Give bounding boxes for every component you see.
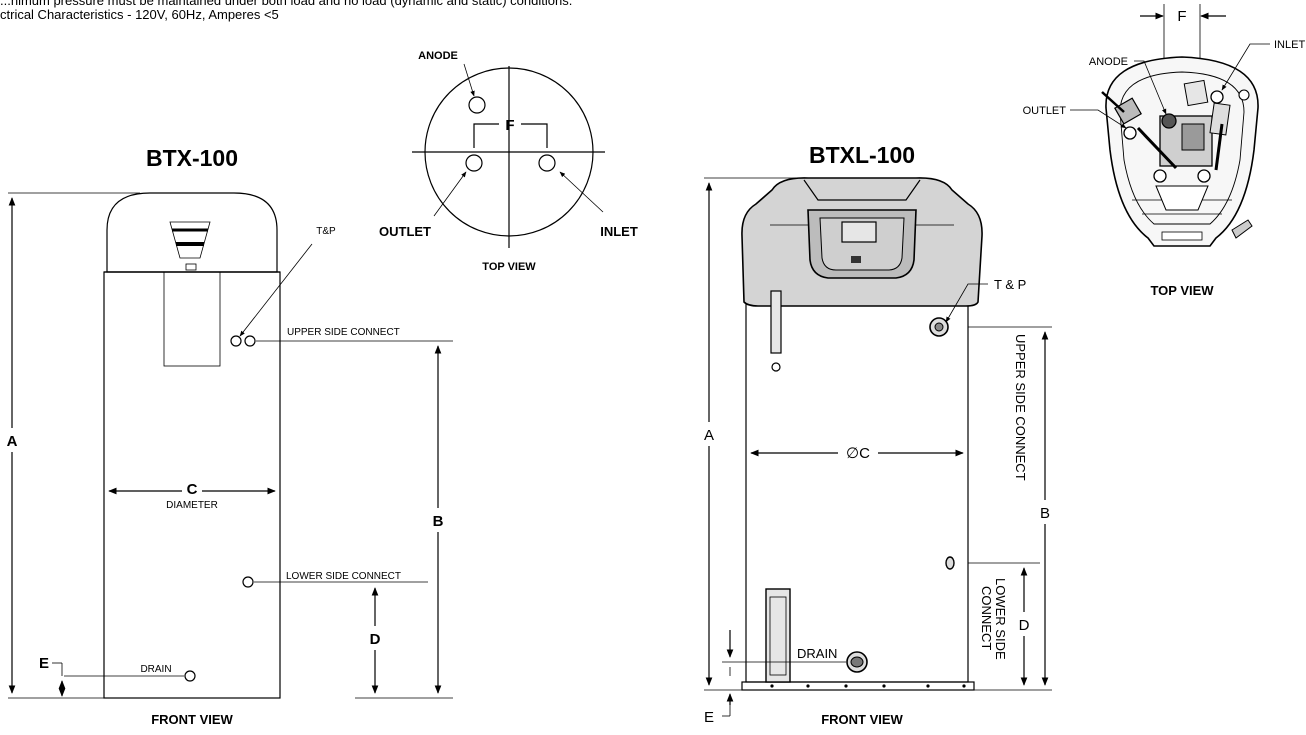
btxl-dim-a: A: [704, 427, 714, 444]
btx-dim-e: E: [39, 655, 49, 672]
btx-upper-side-label: UPPER SIDE CONNECT: [287, 327, 400, 338]
btx-lower-side-label: LOWER SIDE CONNECT: [286, 571, 401, 582]
btxl-lower-side-label-2: CONNECT: [979, 586, 994, 650]
btx-top-view: ANODE F OUTLET INLET TOP VIEW: [379, 50, 638, 273]
btx-dim-b: B: [433, 513, 444, 530]
btx-dim-a: A: [7, 433, 18, 450]
btx-top-outlet-port: [465, 154, 483, 172]
btx-top-inlet-label: INLET: [600, 224, 638, 239]
btxl-dim-e: E: [704, 709, 714, 726]
btxl-drain-label: DRAIN: [797, 646, 837, 661]
btxl-top-view: F ANODE: [1023, 4, 1305, 298]
btxl-lower-port: [945, 556, 955, 570]
btxl-title: BTXL-100: [809, 142, 915, 168]
btx-front-view: BTX-100 A T&P UPPER SIDE CONNECT: [7, 145, 453, 727]
btx-exhaust-duct: [163, 271, 221, 367]
btx-cap: [106, 192, 278, 273]
btx-tp-port: [230, 335, 242, 347]
btx-dim-c: C: [187, 481, 198, 498]
btxl-top-inlet-port: [1210, 90, 1224, 104]
btx-front-view-label: FRONT VIEW: [151, 712, 233, 727]
btx-top-outlet-label: OUTLET: [379, 224, 431, 239]
btxl-top-f: F: [1177, 8, 1186, 25]
btx-upper-port: [244, 335, 256, 347]
btxl-front-view-label: FRONT VIEW: [821, 712, 903, 727]
btxl-dim-c: ∅C: [846, 445, 870, 462]
btxl-tp-label: T & P: [994, 277, 1026, 292]
btxl-display: [841, 221, 877, 243]
btxl-vent-box: [765, 588, 791, 683]
btx-top-view-label: TOP VIEW: [482, 261, 536, 273]
btxl-upper-side-label: UPPER SIDE CONNECT: [1013, 334, 1028, 481]
btx-drain-port: [184, 670, 196, 682]
btxl-base: [741, 681, 975, 691]
btxl-dim-b: B: [1040, 505, 1050, 522]
btx-diameter-label: DIAMETER: [166, 500, 218, 511]
btxl-power-button: [851, 256, 861, 263]
btxl-dim-d: D: [1019, 617, 1030, 634]
btxl-top-outlet-label: OUTLET: [1023, 105, 1067, 117]
btx-top-f: F: [505, 117, 514, 134]
btxl-top-anode-label: ANODE: [1089, 56, 1128, 68]
btxl-side-pipe: [770, 290, 782, 354]
btx-lower-port: [242, 576, 254, 588]
btxl-top-inlet-label: INLET: [1274, 39, 1305, 51]
btx-dim-d: D: [370, 631, 381, 648]
btx-title: BTX-100: [146, 145, 238, 171]
btx-tp-label: T&P: [316, 226, 336, 237]
btx-display: [169, 221, 211, 259]
pressure-note: ...nimum pressure must be maintained und…: [0, 0, 573, 8]
btx-anode-port: [468, 96, 486, 114]
btxl-top-view-label: TOP VIEW: [1150, 283, 1214, 298]
btxl-front-view: BTXL-100 T & P: [704, 142, 1052, 727]
btxl-top-outlet-port: [1123, 126, 1137, 140]
electrical-note: ctrical Characteristics - 120V, 60Hz, Am…: [0, 7, 279, 22]
btx-top-anode-label: ANODE: [418, 50, 458, 62]
btxl-lower-side-label-1: LOWER SIDE: [993, 578, 1008, 660]
btx-top-inlet-port: [538, 154, 556, 172]
btxl-top-anode-port: [1161, 113, 1177, 129]
btx-drain-label: DRAIN: [140, 664, 171, 675]
